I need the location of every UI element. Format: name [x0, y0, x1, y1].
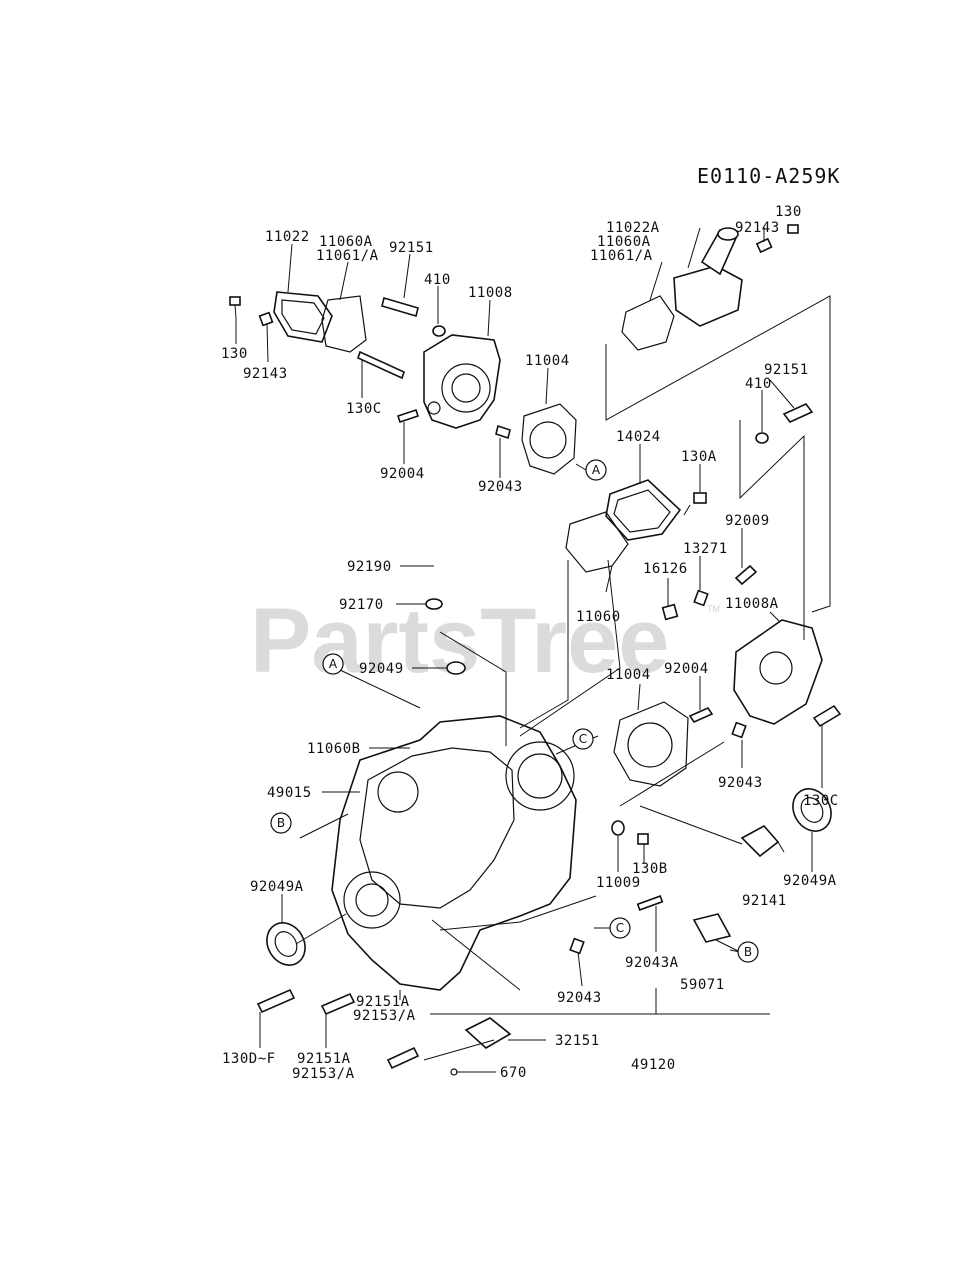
leader-lines	[235, 226, 831, 1073]
watermark: PartsTree	[250, 590, 669, 692]
part-label: 130B	[632, 861, 668, 877]
ref-marker: C	[609, 917, 631, 939]
part-label: 92043	[557, 990, 602, 1006]
part-label: 130D~F	[222, 1051, 276, 1067]
svg-text:A: A	[329, 657, 338, 671]
svg-text:C: C	[616, 921, 624, 935]
part-label: 410	[424, 272, 451, 288]
part-label: 11061/A	[316, 248, 379, 264]
part-label: 130C	[803, 793, 839, 809]
part-label: 130C	[346, 401, 382, 417]
part-label: 92143	[243, 366, 288, 382]
part-label: 11061/A	[590, 248, 653, 264]
part-label: 59071	[680, 977, 725, 993]
part-label: 11060A	[319, 234, 373, 250]
ref-marker: A	[322, 653, 344, 675]
part-label: 670	[500, 1065, 527, 1081]
part-label: 92151A	[297, 1051, 351, 1067]
part-label: 92009	[725, 513, 770, 529]
part-label: 49015	[267, 785, 312, 801]
part-label: 92043	[478, 479, 523, 495]
part-label: 11060	[576, 609, 621, 625]
svg-text:A: A	[592, 463, 601, 477]
diagram-code: E0110-A259K	[697, 164, 840, 188]
part-label: 16126	[643, 561, 688, 577]
part-label: 49120	[631, 1057, 676, 1073]
part-label: 92153/A	[292, 1066, 355, 1082]
part-label: 92049	[359, 661, 404, 677]
ref-marker: B	[270, 812, 292, 834]
reference-markers: A A B B C C	[270, 459, 759, 963]
part-label: 410	[745, 376, 772, 392]
part-label: 11060A	[597, 234, 651, 250]
part-label: 92190	[347, 559, 392, 575]
svg-text:C: C	[579, 732, 587, 746]
part-label: 11022	[265, 229, 310, 245]
part-label: 92049A	[250, 879, 304, 895]
part-label: 130A	[681, 449, 717, 465]
part-label: 130	[221, 346, 248, 362]
part-label: 92151A	[356, 994, 410, 1010]
watermark-trademark: TM	[707, 604, 720, 614]
part-label: 92004	[380, 466, 425, 482]
part-label: 92170	[339, 597, 384, 613]
part-label: 92151	[764, 362, 809, 378]
svg-text:B: B	[744, 945, 752, 959]
ref-marker: C	[572, 728, 594, 750]
part-label: 14024	[616, 429, 661, 445]
part-drawings	[229, 224, 842, 1076]
part-label: 92153/A	[353, 1008, 416, 1024]
part-label: 92049A	[783, 873, 837, 889]
part-label: 92141	[742, 893, 787, 909]
part-label: 11008	[468, 285, 513, 301]
ref-marker: B	[737, 941, 759, 963]
part-label: 92043	[718, 775, 763, 791]
part-label: 11009	[596, 875, 641, 891]
part-label: 11060B	[307, 741, 361, 757]
part-label: 11004	[606, 667, 651, 683]
part-label: 130	[775, 204, 802, 220]
part-label: 11008A	[725, 596, 779, 612]
ref-marker: A	[585, 459, 607, 481]
part-label: 92151	[389, 240, 434, 256]
svg-text:B: B	[277, 816, 285, 830]
part-label: 92143	[735, 220, 780, 236]
part-labels: 11022 11060A 11061/A 92151 410 11008 130…	[221, 204, 839, 1082]
part-label: 92004	[664, 661, 709, 677]
part-label: 11022A	[606, 220, 660, 236]
part-label: 32151	[555, 1033, 600, 1049]
part-label: 13271	[683, 541, 728, 557]
part-label: 92043A	[625, 955, 679, 971]
part-label: 11004	[525, 353, 570, 369]
